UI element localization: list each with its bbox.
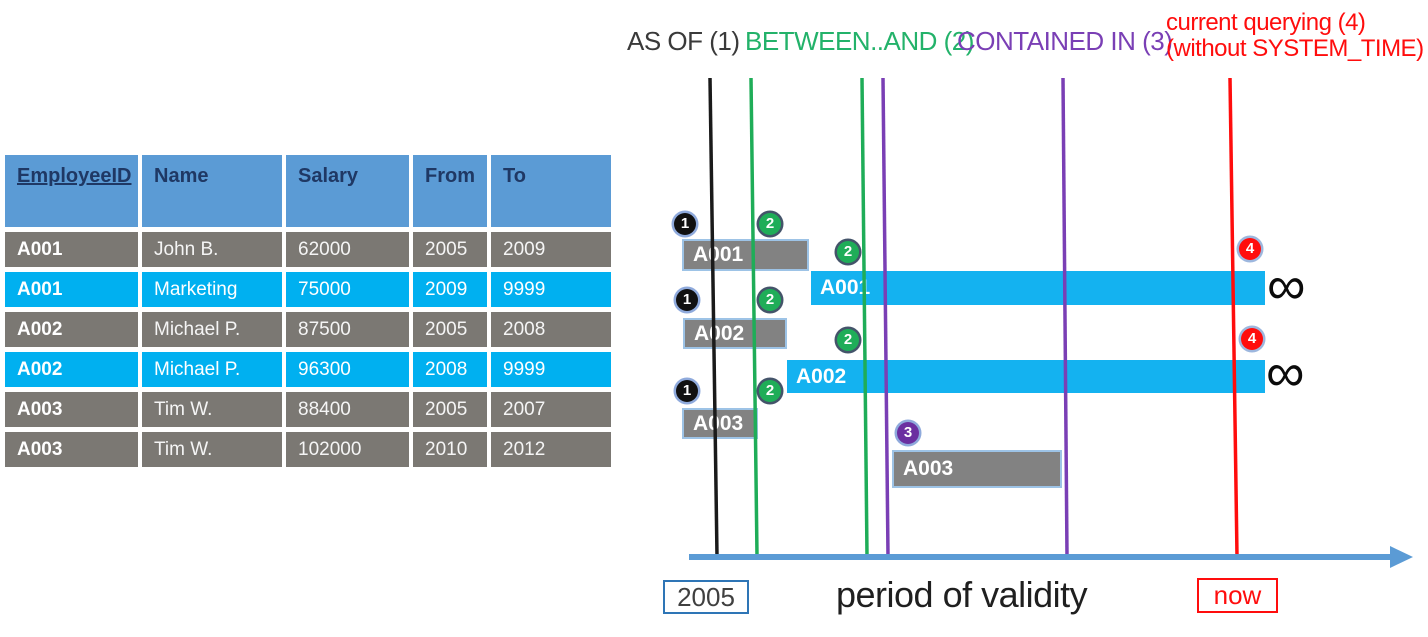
column-header-employeeid: EmployeeID: [5, 155, 138, 227]
validity-bar-a001-current: A001: [811, 271, 1265, 305]
table-cell: 88400: [286, 392, 409, 427]
now-box: now: [1197, 578, 1278, 613]
validity-bar-a002-current: A002: [787, 360, 1265, 393]
badge-between-2: 2: [759, 213, 781, 235]
column-header-from: From: [413, 155, 487, 227]
column-header-to: To: [491, 155, 611, 227]
validity-bar-a001-history: A001: [682, 239, 809, 271]
badge-as-of-1: 1: [674, 213, 696, 235]
badge-contained-3: 3: [897, 422, 919, 444]
table-row-highlighted: A002 Michael P. 96300 2008 9999: [5, 352, 611, 387]
as-of-query-line: [708, 77, 719, 557]
badge-current-4: 4: [1241, 328, 1263, 350]
table-cell: 75000: [286, 272, 409, 307]
table-cell: 9999: [491, 272, 611, 307]
legend-current-querying-line2: (without SYSTEM_TIME): [1166, 35, 1424, 62]
table-header-row: EmployeeID Name Salary From To: [5, 155, 611, 227]
legend-as-of-label: AS OF (1): [627, 26, 740, 56]
table-cell: A003: [5, 432, 138, 467]
badge-as-of-1: 1: [676, 380, 698, 402]
period-of-validity-label: period of validity: [836, 574, 1088, 615]
employee-history-table: EmployeeID Name Salary From To A001 John…: [1, 150, 615, 472]
table-cell: 2005: [413, 312, 487, 347]
legend-current-querying-line1: current querying (4): [1166, 9, 1366, 36]
badge-as-of-1: 1: [676, 289, 698, 311]
legend-between-and-label: BETWEEN..AND (2): [745, 26, 974, 56]
badge-between-2: 2: [759, 380, 781, 402]
badge-current-4: 4: [1239, 238, 1261, 260]
table-cell: 102000: [286, 432, 409, 467]
table-cell: Michael P.: [142, 312, 282, 347]
infinity-symbol: ∞: [1267, 256, 1306, 316]
table-cell: 96300: [286, 352, 409, 387]
time-axis-arrowhead: [1390, 546, 1413, 568]
table-cell: 2008: [491, 312, 611, 347]
table-cell: Marketing: [142, 272, 282, 307]
table-cell: Michael P.: [142, 352, 282, 387]
table-cell: 2010: [413, 432, 487, 467]
table-row: A001 John B. 62000 2005 2009: [5, 232, 611, 267]
table-cell: 2005: [413, 232, 487, 267]
badge-between-2: 2: [759, 289, 781, 311]
legend-current-querying-label: current querying (4) (without SYSTEM_TIM…: [1166, 10, 1424, 62]
table-cell: A001: [5, 272, 138, 307]
table-cell: 2012: [491, 432, 611, 467]
badge-between-2: 2: [837, 329, 859, 351]
table-cell: John B.: [142, 232, 282, 267]
now-query-line: [1228, 77, 1239, 557]
table-cell: 2007: [491, 392, 611, 427]
axis-start-year-box: 2005: [663, 580, 749, 614]
infinity-symbol: ∞: [1266, 343, 1305, 403]
table-cell: Tim W.: [142, 392, 282, 427]
table-cell: 9999: [491, 352, 611, 387]
table-row: A002 Michael P. 87500 2005 2008: [5, 312, 611, 347]
table-cell: 2005: [413, 392, 487, 427]
between-start-line: [749, 77, 759, 557]
table-cell: 62000: [286, 232, 409, 267]
contained-end-line: [1061, 77, 1069, 557]
table-cell: 2008: [413, 352, 487, 387]
column-header-salary: Salary: [286, 155, 409, 227]
table-row: A003 Tim W. 88400 2005 2007: [5, 392, 611, 427]
table-cell: A003: [5, 392, 138, 427]
table-cell: Tim W.: [142, 432, 282, 467]
table-row-highlighted: A001 Marketing 75000 2009 9999: [5, 272, 611, 307]
contained-start-line: [881, 77, 890, 557]
validity-bar-a003-history: A003: [682, 408, 758, 439]
table-cell: A002: [5, 352, 138, 387]
validity-bar-a003-later: A003: [892, 450, 1062, 488]
column-header-name: Name: [142, 155, 282, 227]
table-cell: 87500: [286, 312, 409, 347]
between-end-line: [860, 77, 869, 557]
table-cell: A001: [5, 232, 138, 267]
validity-bar-a002-history: A002: [683, 318, 787, 349]
legend-contained-in-label: CONTAINED IN (3): [957, 26, 1173, 56]
table-cell: A002: [5, 312, 138, 347]
table-row: A003 Tim W. 102000 2010 2012: [5, 432, 611, 467]
table-cell: 2009: [491, 232, 611, 267]
badge-between-2: 2: [837, 241, 859, 263]
table-cell: 2009: [413, 272, 487, 307]
